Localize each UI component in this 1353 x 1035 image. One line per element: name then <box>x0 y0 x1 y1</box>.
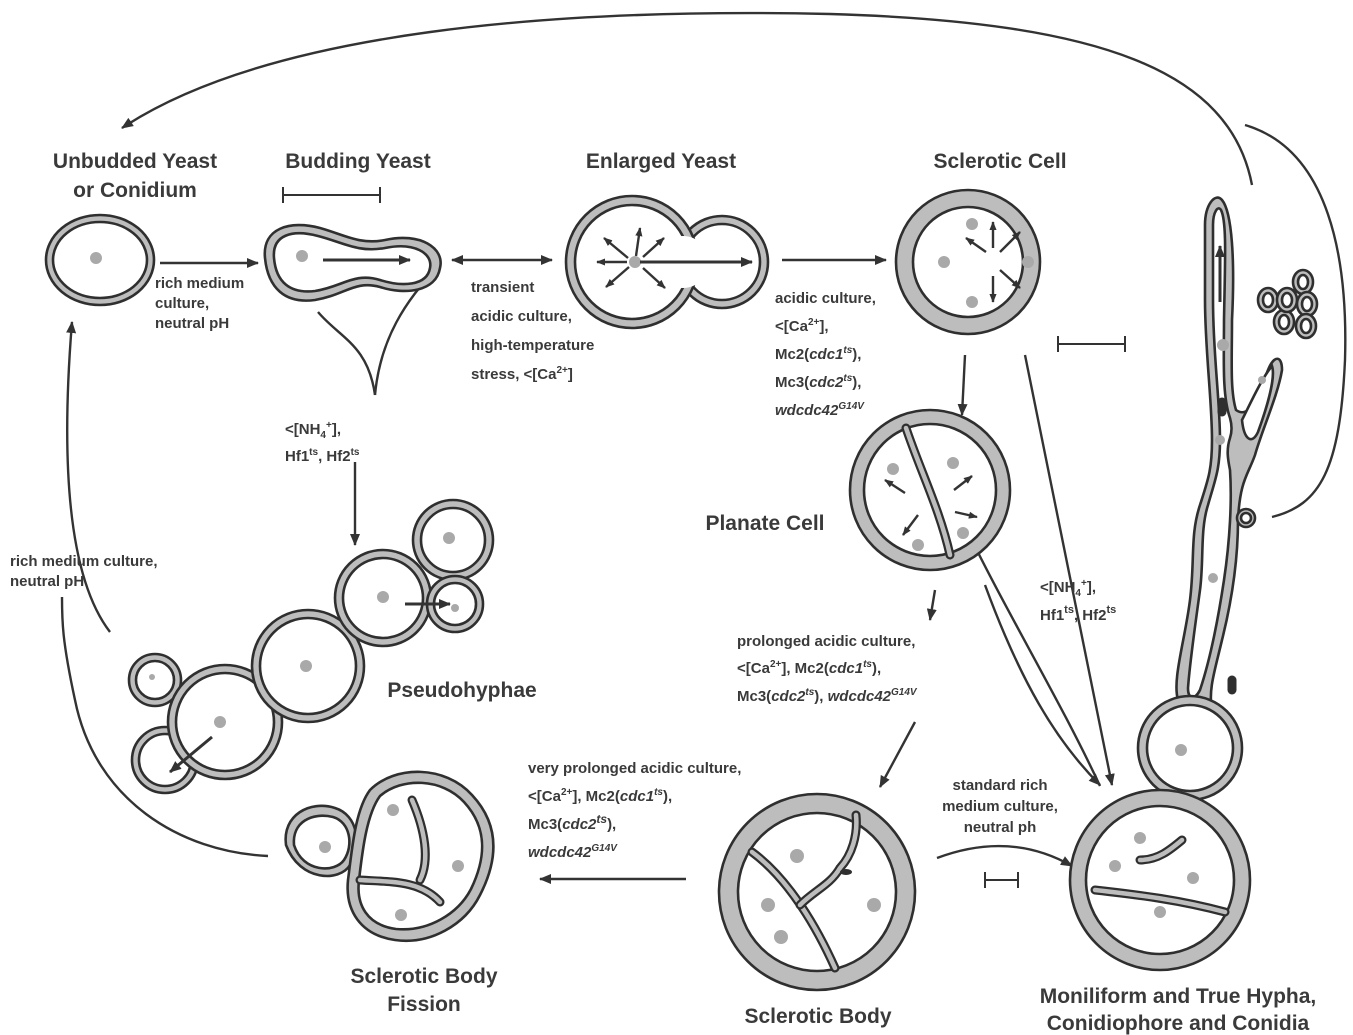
cond-rich-neutral-1: rich medium <box>155 275 244 292</box>
label-hypha-l1: Moniliform and True Hypha, <box>1040 985 1317 1008</box>
cond-nh4-left-2: Hf1ts, Hf2ts <box>285 447 360 465</box>
arrow-sclerotic-to-planate <box>957 354 968 416</box>
cond-transient-2: acidic culture, <box>471 308 572 325</box>
cond-very-prolonged-2: <[Ca2+], Mc2(cdc1ts), <box>528 787 672 805</box>
label-planate: Planate Cell <box>705 512 824 535</box>
label-fission-l1: Sclerotic Body <box>350 965 497 988</box>
cond-rich-neutral-2: culture, <box>155 295 209 312</box>
cond-standard-rich-1: standard rich <box>952 777 1047 794</box>
label-unbudded-l2: or Conidium <box>73 179 197 202</box>
cond-transient-3: high-temperature <box>471 337 594 354</box>
enlarged-yeast-cell <box>564 194 770 330</box>
cond-nh4-left-1: <[NH4+], <box>285 420 341 441</box>
cond-acidic-1: acidic culture, <box>775 290 876 307</box>
condition-labels: rich medium culture, neutral pH transien… <box>10 275 1116 861</box>
arrow-planate-to-prolonged <box>926 589 937 621</box>
sclerotic-body <box>717 792 917 992</box>
arrow-conidia-loop <box>1244 123 1347 519</box>
arrow-planate-to-hypha <box>983 584 1101 786</box>
cond-prolonged-1: prolonged acidic culture, <box>737 633 915 650</box>
cond-very-prolonged-1: very prolonged acidic culture, <box>528 760 741 777</box>
label-hypha-l2: Conidiophore and Conidia <box>1047 1012 1310 1035</box>
cond-acidic-2: <[Ca2+], <box>775 317 829 335</box>
hypha-and-conidiophore <box>1068 196 1319 972</box>
arrow-pseudohyphae-to-unbudded <box>66 321 111 633</box>
arrow-to-sclerotic-body <box>878 721 917 788</box>
scale-bar-body <box>984 872 1019 888</box>
budding-yeast-cell <box>263 223 442 302</box>
label-sclerotic-cell: Sclerotic Cell <box>933 150 1066 173</box>
cond-standard-rich-3: neutral ph <box>964 819 1037 836</box>
stage-labels: Unbudded Yeast or Conidium Budding Yeast… <box>53 150 1316 1035</box>
cond-nh4-right-1: <[NH4+], <box>1040 578 1096 599</box>
scale-bars <box>282 187 1126 888</box>
cond-rich-neutral-3: neutral pH <box>155 315 229 332</box>
label-pseudohyphae: Pseudohyphae <box>387 679 536 702</box>
cond-very-prolonged-4: wdcdc42G14V <box>528 843 618 861</box>
arrow-hypha-to-unbudded <box>121 11 1254 186</box>
cond-acidic-4: Mc3(cdc2ts), <box>775 373 861 391</box>
arrow-fission-to-unbudded <box>60 596 269 858</box>
arrow-sclerotic-to-hypha <box>1023 354 1115 786</box>
arrow-planate-diag <box>960 519 1102 787</box>
sclerotic-body-fission <box>284 770 495 943</box>
cond-very-prolonged-3: Mc3(cdc2ts), <box>528 812 616 833</box>
arrow-body-to-hypha <box>936 844 1073 868</box>
label-fission-l2: Fission <box>387 993 461 1016</box>
sclerotic-cell <box>894 188 1042 336</box>
label-budding: Budding Yeast <box>285 150 430 173</box>
label-sclerotic-body: Sclerotic Body <box>744 1005 891 1028</box>
cond-rich-left-2: neutral pH <box>10 573 84 590</box>
cond-transient-1: transient <box>471 279 534 296</box>
label-unbudded-l1: Unbudded Yeast <box>53 150 217 173</box>
scale-bar-sclerotic <box>1057 336 1126 352</box>
cond-standard-rich-2: medium culture, <box>942 798 1058 815</box>
transition-arrows <box>60 11 1347 884</box>
cond-acidic-3: Mc2(cdc1ts), <box>775 345 861 363</box>
cond-nh4-right-2: Hf1ts, Hf2ts <box>1040 604 1116 624</box>
unbudded-yeast-cell <box>44 213 156 307</box>
pseudohyphae-chain <box>127 498 495 795</box>
planate-cell <box>848 408 1012 572</box>
cond-transient-4: stress, <[Ca2+] <box>471 365 573 383</box>
label-enlarged: Enlarged Yeast <box>586 150 736 173</box>
cond-acidic-5: wdcdc42G14V <box>775 401 865 419</box>
cond-rich-left-1: rich medium culture, <box>10 553 158 570</box>
merge-curve-left <box>317 311 377 396</box>
scale-bar-budding <box>282 187 381 203</box>
cond-prolonged-3: Mc3(cdc2ts), wdcdc42G14V <box>737 687 918 705</box>
cond-prolonged-2: <[Ca2+], Mc2(cdc1ts), <box>737 659 881 677</box>
